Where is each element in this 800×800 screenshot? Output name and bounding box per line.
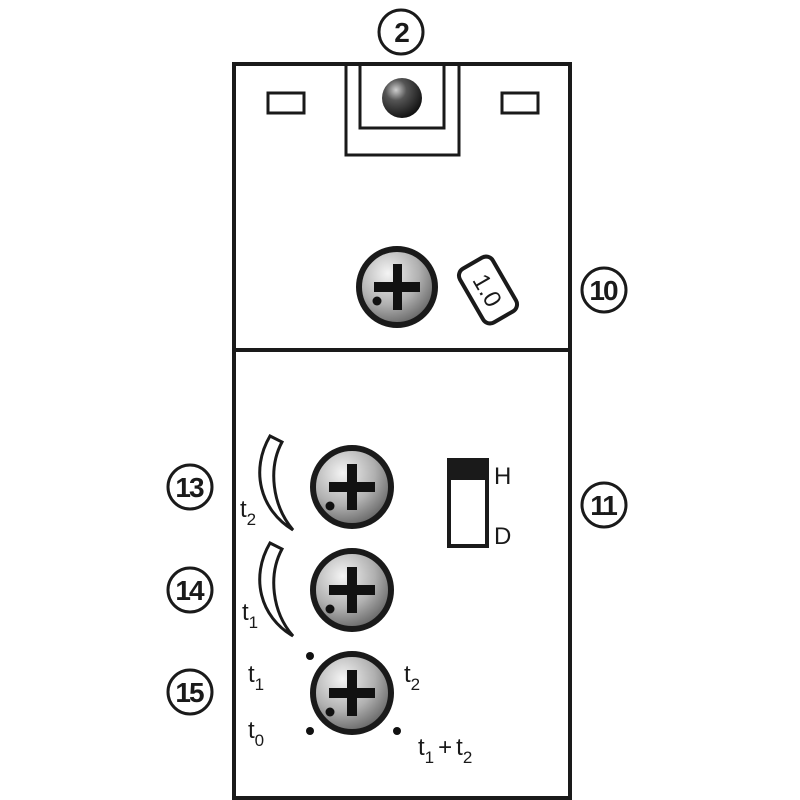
callout-11-number: 11 — [590, 490, 617, 521]
callout-13-number: 13 — [175, 472, 204, 503]
callout-10-number: 10 — [589, 275, 618, 306]
mode-switch[interactable]: H D — [447, 458, 511, 550]
t0-lower-label: t0 — [248, 717, 264, 750]
t2-right-label: t2 — [404, 661, 420, 694]
callout-14-number: 14 — [175, 575, 205, 606]
callout-15-number: 15 — [175, 677, 204, 708]
switch-top-label: H — [494, 463, 511, 490]
arc-scale-icon — [258, 434, 295, 532]
switch-lever[interactable] — [451, 462, 485, 480]
clip-slot-left — [266, 91, 306, 115]
time-t1-potentiometer[interactable] — [310, 548, 394, 632]
led-window — [358, 62, 446, 130]
callout-11: 11 — [580, 481, 628, 529]
position-dot-sum — [393, 727, 401, 735]
callout-15: 15 — [166, 668, 214, 716]
range-label-plate: 1.0 — [456, 254, 520, 326]
dip-switch-icon[interactable] — [447, 458, 489, 548]
t1-middle-label: t1 — [242, 599, 258, 632]
led-icon — [382, 78, 422, 118]
arc-scale-icon — [258, 541, 295, 638]
clip-slot-right — [500, 91, 540, 115]
position-dot-t0 — [306, 727, 314, 735]
callout-10: 10 — [580, 266, 628, 314]
switch-bottom-label: D — [494, 523, 511, 550]
callout-2-number: 2 — [394, 17, 409, 48]
housing — [232, 62, 572, 800]
range-potentiometer[interactable] — [356, 246, 438, 328]
led-indicator — [344, 62, 461, 157]
t1-lower-label: t1 — [248, 661, 264, 694]
t2-upper-label: t2 — [240, 496, 256, 529]
function-selector-potentiometer[interactable] — [310, 651, 394, 735]
t1-plus-t2-label: t1+t2 — [418, 734, 472, 767]
callout-13: 13 — [166, 463, 214, 511]
housing-outline — [232, 62, 572, 800]
callout-2: 2 — [377, 8, 425, 56]
position-dot-t1 — [306, 652, 314, 660]
time-t2-potentiometer[interactable] — [310, 445, 394, 529]
callout-14: 14 — [166, 566, 214, 614]
